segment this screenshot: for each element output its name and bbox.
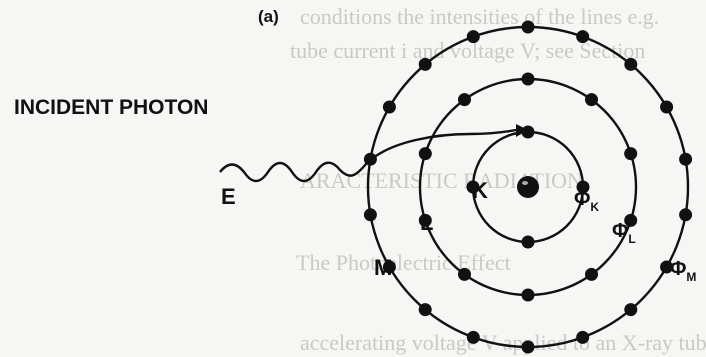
m-shell-electron <box>576 330 590 344</box>
nucleus <box>517 176 539 198</box>
m-shell-electron <box>660 260 674 274</box>
l-shell-electron <box>458 267 471 281</box>
k-shell-electron <box>466 180 480 194</box>
k-shell-label: K <box>472 178 488 203</box>
background-text-line-2: tube current i and voltage V; see Sectio… <box>290 38 646 63</box>
phi-m-subscript: M <box>686 270 697 284</box>
m-shell-electron <box>624 303 638 317</box>
m-shell-electron <box>418 57 432 71</box>
background-text-line-4: The Photoelectric Effect <box>296 250 511 275</box>
l-shell-electron <box>418 147 432 161</box>
panel-label: (a) <box>258 7 279 26</box>
incident-photon-wave <box>219 128 517 183</box>
m-shell-electron <box>466 30 480 44</box>
k-shell-electron <box>576 180 590 194</box>
phi-m-label: ΦM <box>670 258 697 284</box>
phi-m-symbol: Φ <box>670 258 687 280</box>
background-text-line-1: conditions the intensities of the lines … <box>300 4 660 29</box>
m-shell-electron <box>521 20 535 34</box>
m-shell-electron <box>466 330 480 344</box>
m-shell-electron <box>576 30 590 44</box>
l-shell-electron <box>624 213 638 227</box>
phi-k-label: ΦK <box>574 188 600 214</box>
m-shell-electron <box>382 260 396 274</box>
l-shell-electron <box>458 93 471 107</box>
phi-l-label: ΦL <box>612 220 636 246</box>
m-shell-electron <box>624 57 638 71</box>
l-shell-electron <box>624 147 638 161</box>
l-shell-label: L <box>420 210 434 235</box>
photon-energy-label: E <box>221 184 236 209</box>
l-shell-electron <box>521 72 535 86</box>
l-shell-electron <box>418 213 432 227</box>
k-shell-electron <box>521 235 535 249</box>
incident-photon-label: INCIDENT PHOTON <box>14 96 209 119</box>
m-shell-electron <box>660 100 674 114</box>
m-shell-electron <box>363 208 377 222</box>
m-shell-electron <box>418 303 432 317</box>
phi-k-symbol: Φ <box>574 188 591 210</box>
phi-l-symbol: Φ <box>612 220 629 242</box>
m-shell-electron <box>679 152 693 166</box>
l-shell-electron <box>521 288 535 302</box>
photon-arrowhead <box>516 124 528 137</box>
m-shell-electron <box>382 100 396 114</box>
phi-k-subscript: K <box>590 200 600 214</box>
l-shell-electron <box>585 267 598 281</box>
m-shell-electron <box>679 208 693 222</box>
background-text-line-5: accelerating voltage V applied to an X-r… <box>300 330 706 355</box>
l-shell-electron <box>585 93 598 107</box>
phi-l-subscript: L <box>628 232 636 246</box>
m-shell-label: M <box>374 255 393 280</box>
m-shell-electron <box>521 340 535 354</box>
